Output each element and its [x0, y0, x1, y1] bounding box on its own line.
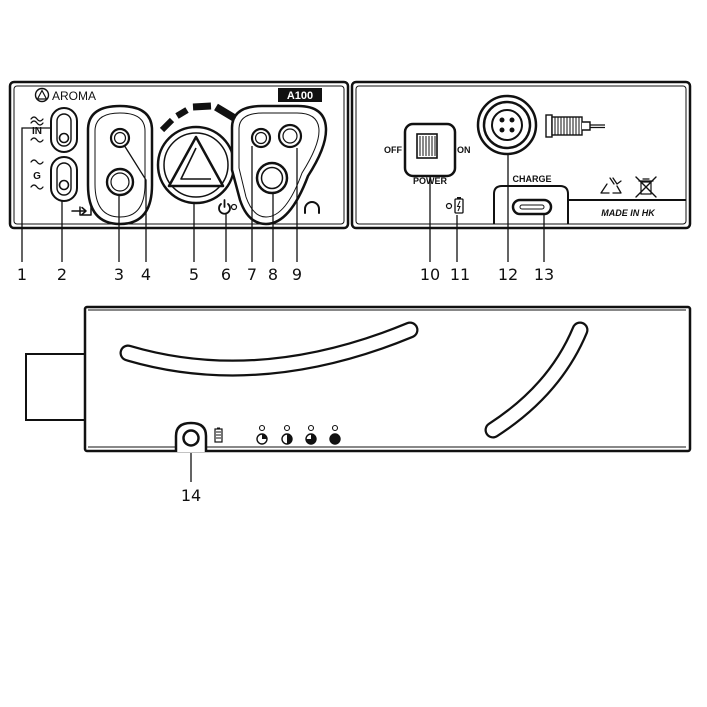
- battery-level-icon: [214, 427, 223, 443]
- callout-6: 6: [221, 265, 231, 284]
- line-in-jack-large[interactable]: [105, 167, 135, 197]
- callout-11: 11: [450, 265, 470, 284]
- callout-12: 12: [498, 265, 518, 284]
- callout-10: 10: [420, 265, 440, 284]
- power-led: [230, 203, 238, 211]
- callout-numbers: 1 2 3 4 5 6 7 8 9 10 11 12 13 14: [17, 265, 554, 505]
- power-switch[interactable]: [403, 122, 457, 178]
- model-plate: [278, 88, 322, 102]
- charge-label: CHARGE: [512, 174, 551, 184]
- back-panel: OFF ON POWER: [350, 80, 692, 230]
- callout-4: 4: [141, 265, 151, 284]
- brand-name: AROMA: [52, 89, 96, 103]
- headphone-jack-large[interactable]: [255, 161, 289, 195]
- callout-leaders: [21, 127, 545, 482]
- callout-5: 5: [189, 265, 199, 284]
- callout-13: 13: [534, 265, 554, 284]
- model-name: A100: [287, 90, 313, 102]
- recycle-icon: [600, 177, 622, 194]
- battery-three-quarter-icon: [305, 433, 317, 445]
- callout-7: 7: [247, 265, 257, 284]
- callout-9: 9: [292, 265, 302, 284]
- charge-port-frame: [493, 185, 569, 224]
- battery-half-icon: [281, 433, 293, 445]
- volume-knob[interactable]: [156, 125, 236, 205]
- gain-switch-label: G: [33, 171, 41, 182]
- connector-plug-icon: [545, 114, 605, 138]
- power-icon: [218, 199, 231, 215]
- side-jack[interactable]: [182, 429, 200, 447]
- headphone-icon: [304, 201, 320, 214]
- volume-level-indicator: [159, 102, 238, 133]
- headphone-jack-small[interactable]: [250, 127, 272, 149]
- callout-1: 1: [17, 265, 27, 284]
- headphone-jack-balanced[interactable]: [277, 123, 303, 149]
- input-select-switch[interactable]: IN: [30, 107, 78, 153]
- made-in-label: MADE IN HK: [601, 208, 656, 218]
- power-on-label: ON: [457, 145, 471, 155]
- line-in-jack-small[interactable]: [109, 127, 131, 149]
- battery-level-leds: [256, 424, 341, 445]
- input-jack-housing: [86, 104, 154, 226]
- input-switch-label: IN: [32, 126, 42, 137]
- aroma-logo-icon: [34, 87, 50, 103]
- battery-charging-icon: [454, 197, 464, 214]
- line-input-icon: [71, 206, 92, 216]
- battery-quarter-icon: [256, 433, 268, 445]
- battery-full-icon: [329, 433, 341, 445]
- gain-select-switch[interactable]: G: [30, 156, 78, 202]
- usb-charge-port[interactable]: [511, 198, 553, 216]
- side-view: [25, 305, 692, 453]
- power-off-label: OFF: [384, 145, 402, 155]
- charge-led: [445, 202, 453, 210]
- front-panel: AROMA A100 IN G: [8, 80, 350, 230]
- four-pin-connector[interactable]: [476, 94, 538, 156]
- callout-3: 3: [114, 265, 124, 284]
- callout-8: 8: [268, 265, 278, 284]
- weee-bin-icon: [635, 176, 657, 198]
- callout-14: 14: [181, 486, 201, 505]
- callout-2: 2: [57, 265, 67, 284]
